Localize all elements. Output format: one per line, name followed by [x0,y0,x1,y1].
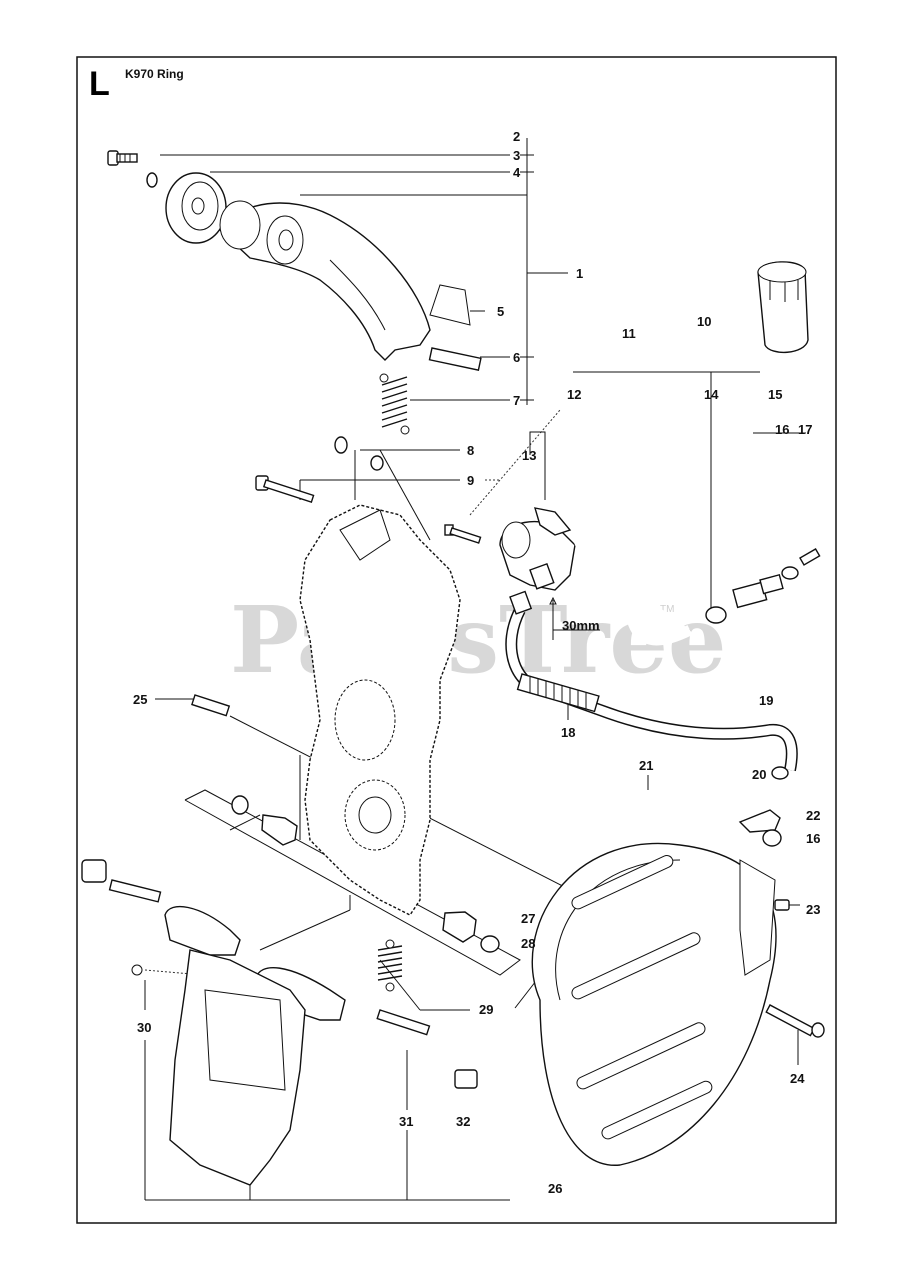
callout-15: 15 [768,387,782,402]
hose-clamp-part [771,766,789,780]
housing-body-part [299,504,461,916]
callout-3: 3 [513,148,520,163]
callout-31: 31 [399,1114,413,1129]
callout-18: 18 [561,725,575,740]
dimension-label: 30mm [562,618,600,633]
hose-end-part [509,590,533,615]
callout-19: 19 [759,693,773,708]
washer-part [146,172,158,188]
callout-21: 21 [639,758,653,773]
bolt-part [107,150,138,166]
callout-4: 4 [513,165,521,180]
bushing-part [261,814,298,846]
callout-2: 2 [513,129,520,144]
callout-22: 22 [806,808,820,823]
lower-guard-part [81,859,346,1186]
screw-part [774,899,790,911]
callout-labels: 2 3 4 1 5 6 7 8 9 10 11 12 13 14 15 16 1… [133,129,820,1196]
callout-6: 6 [513,350,520,365]
callout-26: 26 [548,1181,562,1196]
callout-1: 1 [576,266,583,281]
water-hose-inner [572,535,693,646]
spring-part [377,939,403,992]
callout-16: 16 [806,831,820,846]
screw-part [444,524,482,544]
callout-20: 20 [752,767,766,782]
callout-32: 32 [456,1114,470,1129]
coupling-nut-part [757,261,809,353]
callout-28: 28 [521,936,535,951]
callout-24: 24 [790,1071,805,1086]
callout-7: 7 [513,393,520,408]
water-valve-part [499,507,576,605]
nozzle-fitting-part [738,809,782,847]
o-ring-part [334,436,348,454]
callout-13: 13 [522,448,536,463]
callout-14: 14 [704,387,719,402]
bracket-part [429,284,471,326]
callout-30: 30 [137,1020,151,1035]
bushing-part [442,911,477,943]
callout-23: 23 [806,902,820,917]
pin-part [428,347,482,371]
callout-16: 16 [775,422,789,437]
long-screw-part [376,1009,431,1036]
callout-12: 12 [567,387,581,402]
callout-17: 17 [798,422,812,437]
o-ring-part [480,935,500,953]
callout-29: 29 [479,1002,493,1017]
pulley-part [165,172,227,244]
model-title: K970 Ring [125,67,184,81]
long-hose-part [505,607,798,772]
long-bolt-part [255,475,315,503]
spring-part [379,373,410,435]
sleeve-part [454,1069,478,1089]
o-ring-part [370,455,384,471]
section-letter: L [89,65,110,103]
svg-text:TM: TM [660,604,674,615]
callout-5: 5 [497,304,504,319]
callout-27: 27 [521,911,535,926]
callout-25: 25 [133,692,147,707]
leader-lines [144,138,806,1201]
callout-10: 10 [697,314,711,329]
cutting-arm-part [219,200,431,361]
hose-fittings-part [705,548,821,624]
long-screw-part [765,1004,825,1038]
bolt-part [191,694,231,717]
callout-8: 8 [467,443,474,458]
callout-11: 11 [622,326,636,341]
callout-9: 9 [467,473,474,488]
blade-guard-part [531,842,777,1166]
o-ring-part [231,795,249,815]
